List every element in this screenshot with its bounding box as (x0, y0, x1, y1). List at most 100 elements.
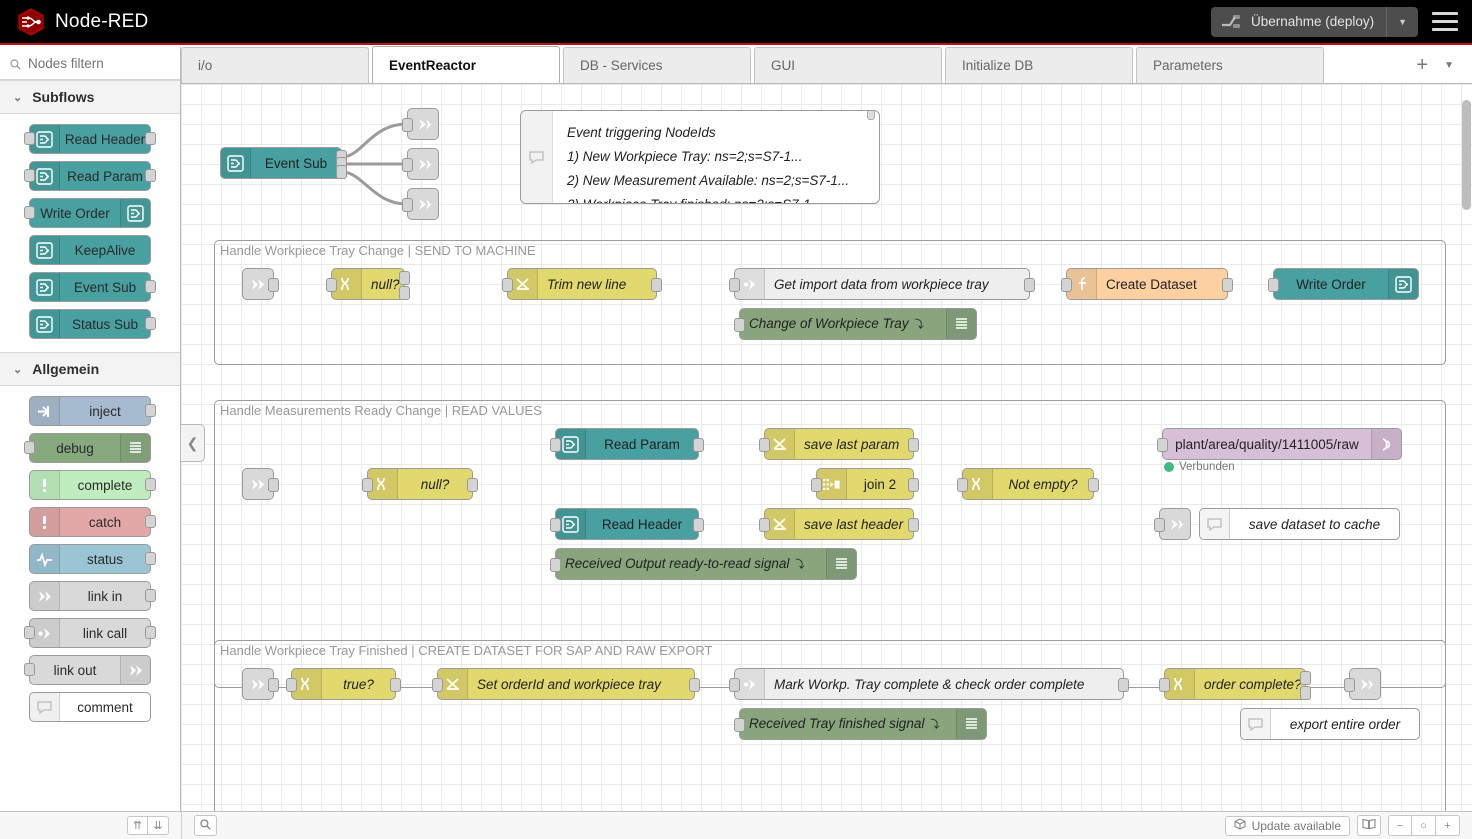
node-linkcall-mark-workpiece-complete[interactable]: Mark Workp. Tray complete & check order … (729, 668, 1129, 700)
input-port[interactable] (24, 663, 35, 676)
output-port[interactable] (1300, 671, 1311, 685)
input-port[interactable] (24, 132, 35, 145)
node-change-set-orderid[interactable]: Set orderId and workpiece tray (432, 668, 700, 700)
input-port[interactable] (24, 169, 35, 182)
input-port[interactable] (729, 678, 740, 692)
input-port[interactable] (957, 478, 968, 492)
output-port[interactable] (908, 518, 919, 532)
palette-node-write-order[interactable]: Write Order (24, 198, 151, 228)
palette-node-keepalive[interactable]: KeepAlive (29, 235, 151, 265)
palette-node-comment[interactable]: comment (29, 692, 151, 722)
output-port[interactable] (908, 478, 919, 492)
input-port[interactable] (550, 438, 561, 452)
palette-node-inject[interactable]: inject (29, 396, 156, 426)
output-port[interactable] (145, 404, 156, 417)
input-port[interactable] (326, 278, 337, 292)
palette-search[interactable] (0, 47, 180, 80)
palette-node-status[interactable]: status (29, 544, 156, 574)
input-port[interactable] (1159, 678, 1170, 692)
output-port[interactable] (268, 278, 279, 292)
palette-node-debug[interactable]: debug (24, 433, 151, 463)
node-change-save-last-header[interactable]: save last header (759, 508, 919, 540)
node-link-out-g3[interactable] (1344, 668, 1381, 700)
output-port[interactable] (145, 478, 156, 491)
group-handle-workpiece-tray-finished[interactable]: Handle Workpiece Tray Finished | CREATE … (214, 640, 1446, 811)
input-port[interactable] (759, 438, 770, 452)
output-port[interactable] (145, 552, 156, 565)
deploy-dropdown-caret[interactable]: ▼ (1386, 6, 1418, 37)
tab-list-menu-icon[interactable]: ▼ (1444, 60, 1454, 71)
tab-eventreactor[interactable]: EventReactor (372, 46, 560, 83)
zoom-reset-button[interactable]: ○ (1412, 815, 1436, 836)
group-handle-workpiece-tray-change[interactable]: Handle Workpiece Tray Change | SEND TO M… (214, 240, 1446, 365)
node-function-create-dataset[interactable]: Create Dataset (1061, 268, 1233, 300)
node-debug-change-of-workpiece-tray[interactable]: Change of Workpiece Tray ⤵ (734, 308, 977, 340)
output-port[interactable] (145, 280, 156, 293)
output-port[interactable] (467, 478, 478, 492)
zoom-in-button[interactable]: + (1436, 815, 1460, 836)
canvas-vertical-scrollbar[interactable] (1462, 100, 1471, 210)
comment-note[interactable]: Event triggering NodeIds 1) New Workpiec… (520, 110, 880, 204)
category-header-allgemein[interactable]: ⌄ Allgemein (0, 352, 180, 386)
output-port[interactable] (145, 515, 156, 528)
node-link-in-g2[interactable] (242, 468, 279, 500)
output-port[interactable] (145, 132, 156, 145)
node-event-sub[interactable]: Event Sub (220, 147, 347, 179)
tab-i-o[interactable]: i/o (181, 47, 369, 83)
output-port[interactable] (145, 589, 156, 602)
node-join-2[interactable]: join 2 (811, 468, 919, 500)
output-port[interactable] (689, 678, 700, 692)
input-port[interactable] (1061, 278, 1072, 292)
input-port[interactable] (24, 626, 35, 639)
tab-parameters[interactable]: Parameters (1136, 47, 1324, 83)
zoom-out-button[interactable]: − (1388, 815, 1412, 836)
input-port[interactable] (734, 718, 745, 732)
node-change-save-last-param[interactable]: save last param (759, 428, 919, 460)
input-port[interactable] (402, 158, 413, 172)
output-port[interactable] (145, 317, 156, 330)
node-switch-order-complete[interactable]: order complete? (1159, 668, 1311, 700)
category-header-subflows[interactable]: ⌄ Subflows (0, 80, 180, 114)
output-port[interactable] (1300, 686, 1311, 700)
output-port[interactable] (390, 678, 401, 692)
input-port[interactable] (550, 518, 561, 532)
input-port[interactable] (759, 518, 770, 532)
node-linkcall-get-import-data[interactable]: Get import data from workpiece tray (729, 268, 1035, 300)
palette-node-link-call[interactable]: link call (24, 618, 156, 648)
output-port[interactable] (145, 169, 156, 182)
add-flow-button[interactable]: + (1416, 54, 1429, 76)
output-port[interactable] (145, 626, 156, 639)
output-port[interactable] (268, 478, 279, 492)
node-link-out-1[interactable] (402, 108, 439, 140)
palette-node-read-param[interactable]: Read Param (24, 161, 156, 191)
node-mqtt-publish[interactable]: plant/area/quality/1411005/raw (1157, 428, 1402, 460)
input-port[interactable] (502, 278, 513, 292)
output-port[interactable] (693, 518, 704, 532)
node-link-out-3[interactable] (402, 188, 439, 220)
canvas-search-button[interactable] (194, 815, 217, 836)
tab-db-services[interactable]: DB - Services (563, 47, 751, 83)
output-port[interactable] (651, 278, 662, 292)
collapse-all-button[interactable]: ⇈ (127, 816, 148, 835)
input-port[interactable] (24, 441, 35, 454)
output-port[interactable] (399, 271, 410, 285)
output-port[interactable] (399, 286, 410, 300)
input-port[interactable] (1344, 678, 1355, 692)
input-port[interactable] (286, 678, 297, 692)
palette-node-link-out[interactable]: link out (24, 655, 151, 685)
flow-canvas[interactable]: Event Sub Event triggering NodeIds (181, 84, 1472, 811)
input-port[interactable] (811, 478, 822, 492)
sidebar-toggle-button[interactable] (1357, 815, 1381, 836)
node-subflow-write-order[interactable]: Write Order (1268, 268, 1419, 300)
node-switch-true[interactable]: true? (286, 668, 401, 700)
input-port[interactable] (1268, 278, 1279, 292)
node-change-trim-new-line[interactable]: Trim new line (502, 268, 662, 300)
deploy-button[interactable]: Übernahme (deploy) ▼ (1211, 6, 1418, 37)
output-port[interactable] (1222, 278, 1233, 292)
node-link-out-2[interactable] (402, 148, 439, 180)
output-port[interactable] (1024, 278, 1035, 292)
output-port[interactable] (693, 438, 704, 452)
node-switch-null-g1[interactable]: null? (326, 268, 410, 300)
input-port[interactable] (1154, 518, 1165, 532)
input-port[interactable] (1157, 438, 1168, 452)
